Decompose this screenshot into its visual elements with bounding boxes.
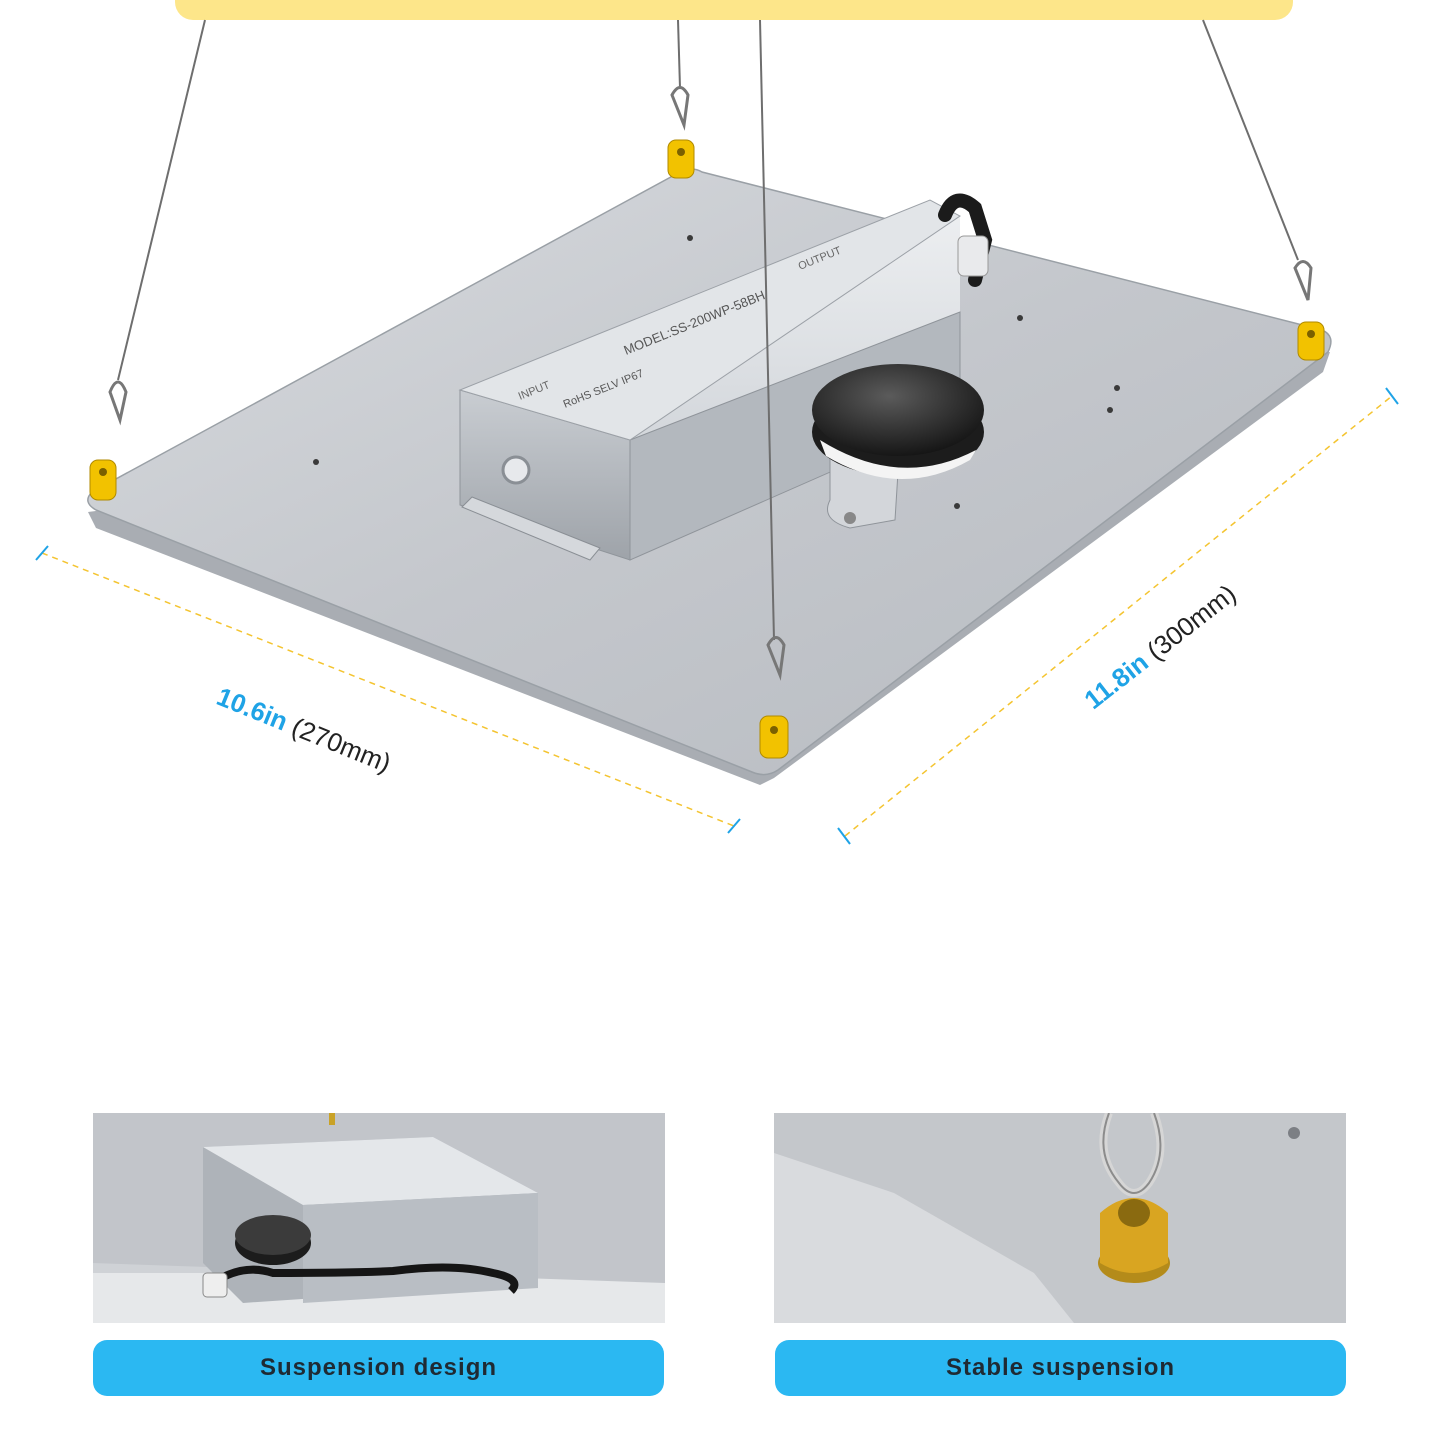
dimension-ticks	[35, 387, 1399, 845]
dimension-lines	[41, 395, 1393, 837]
suspension-design-caption: Suspension design	[93, 1340, 664, 1396]
led-driver	[458, 193, 993, 561]
stable-suspension-image	[774, 1113, 1346, 1323]
dimmer-knob	[812, 364, 984, 529]
top-banner	[175, 0, 1293, 20]
hanging-brackets	[89, 86, 1325, 759]
light-panel-illustration: MODEL:SS-200WP-58BH INPUT OUTPUT RoHS SE…	[35, 19, 1399, 845]
suspension-wires	[117, 19, 1299, 641]
stable-suspension-caption: Stable suspension	[775, 1340, 1346, 1396]
suspension-design-image	[93, 1113, 665, 1323]
